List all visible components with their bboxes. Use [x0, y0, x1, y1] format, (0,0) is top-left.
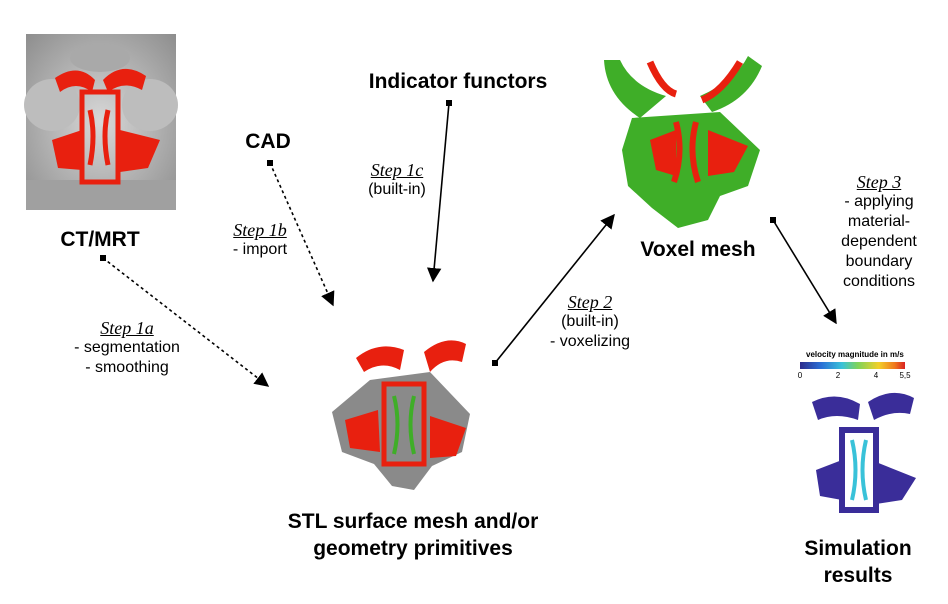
arrow-start-3 — [770, 217, 776, 223]
cad-label: CAD — [245, 130, 291, 153]
step-3-title: Step 3 — [856, 172, 902, 192]
step-3-line: boundary — [845, 253, 913, 270]
ct-mrt-label: CT/MRT — [60, 228, 140, 251]
arrow-step-2 — [494, 213, 615, 364]
arrow-step-1c — [426, 102, 450, 283]
arrow-start-2 — [492, 360, 498, 366]
step-1b-annotation: Step 1b - import — [210, 220, 310, 260]
simulation-results-label-line2: results — [823, 564, 893, 587]
arrow-step-3 — [772, 219, 837, 325]
step-1a-title: Step 1a — [100, 318, 154, 338]
arrow-start-1b — [267, 160, 273, 166]
stl-mesh-label-line1: STL surface mesh and/or — [287, 510, 539, 533]
step-1a-line: - segmentation — [74, 339, 180, 356]
stl-mesh-image — [332, 340, 470, 490]
step-1a-line: - smoothing — [85, 359, 169, 376]
arrow-step-1b — [269, 162, 335, 307]
arrow-start-1c — [446, 100, 452, 106]
step-1b-title: Step 1b — [233, 220, 287, 240]
step-1c-line: (built-in) — [368, 181, 426, 198]
voxel-mesh-image — [604, 56, 762, 228]
step-1c-title: Step 1c — [370, 160, 424, 180]
indicator-functors-label: Indicator functors — [368, 70, 548, 93]
stl-mesh-label-line2: geometry primitives — [313, 537, 513, 560]
step-2-line: (built-in) — [561, 313, 619, 330]
colorbar-tick: 2 — [835, 371, 841, 380]
colorbar-tick: 0 — [797, 371, 803, 380]
simulation-results-image — [800, 362, 916, 513]
step-1c-annotation: Step 1c (built-in) — [352, 160, 442, 200]
step-1b-line: - import — [232, 241, 288, 258]
step-2-title: Step 2 — [567, 292, 613, 312]
step-2-annotation: Step 2 (built-in) - voxelizing — [530, 292, 650, 352]
arrow-start-1a — [100, 255, 106, 261]
stl-mesh-label: STL surface mesh and/or geometry primiti… — [248, 508, 578, 562]
step-2-line: - voxelizing — [549, 333, 631, 350]
step-3-line: conditions — [842, 273, 916, 290]
step-3-line: - applying — [844, 193, 914, 210]
step-3-annotation: Step 3 - applying material- dependent bo… — [820, 172, 938, 292]
simulation-results-label: Simulation results — [778, 535, 938, 589]
colorbar — [800, 362, 905, 369]
step-3-line: dependent — [841, 233, 917, 250]
arrow-step-1a — [102, 257, 270, 387]
simulation-results-label-line1: Simulation — [804, 537, 912, 560]
colorbar-tick: 5,5 — [899, 371, 911, 380]
ct-mrt-image — [24, 34, 178, 210]
step-3-line: material- — [847, 213, 911, 230]
colorbar-title: velocity magnitude in m/s — [806, 350, 904, 359]
colorbar-tick: 4 — [873, 371, 879, 380]
step-1a-annotation: Step 1a - segmentation - smoothing — [52, 318, 202, 378]
voxel-mesh-label: Voxel mesh — [640, 238, 756, 261]
